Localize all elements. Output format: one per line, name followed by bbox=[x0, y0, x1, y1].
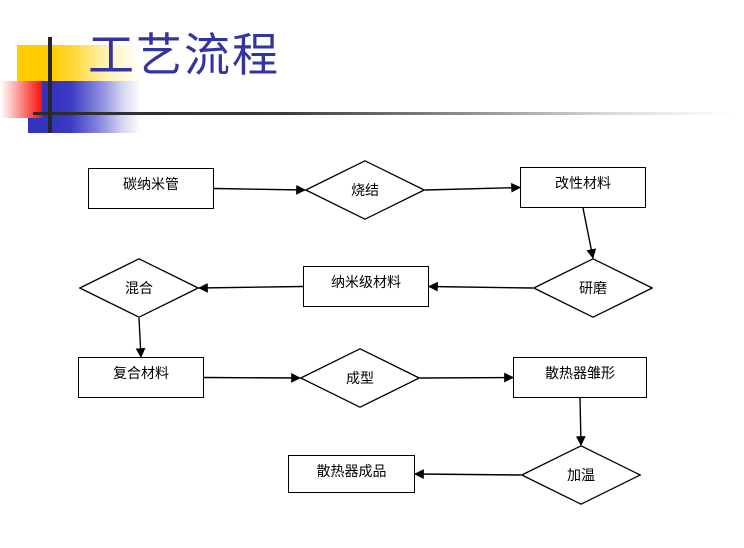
flow-node-label: 烧结 bbox=[351, 183, 379, 199]
flow-node-label: 成型 bbox=[346, 371, 374, 387]
title-underline-rule bbox=[33, 112, 733, 115]
flow-node-label: 散热器成品 bbox=[316, 464, 387, 480]
flow-node-rect[interactable]: 复合材料 bbox=[78, 357, 204, 398]
flow-edge bbox=[582, 207, 597, 259]
diamond-outline bbox=[305, 160, 425, 220]
flow-edge bbox=[428, 281, 534, 292]
flow-edge bbox=[203, 373, 301, 383]
flow-node-label: 纳米级材料 bbox=[331, 275, 401, 291]
flow-node-label: 散热器雏形 bbox=[545, 366, 615, 382]
flow-edge bbox=[414, 469, 522, 479]
deco-red-gradient bbox=[0, 81, 42, 118]
flow-node-rect[interactable]: 散热器雏形 bbox=[513, 357, 647, 398]
flow-edge bbox=[213, 184, 306, 195]
deco-yellow-gradient bbox=[51, 45, 141, 81]
flow-node-label: 加温 bbox=[567, 468, 595, 484]
flow-edge bbox=[424, 182, 521, 193]
flow-edge bbox=[198, 282, 304, 293]
page-title: 工艺流程 bbox=[88, 28, 280, 82]
deco-blue-block bbox=[42, 81, 51, 133]
diamond-outline bbox=[300, 348, 420, 408]
flow-node-label: 混合 bbox=[125, 281, 153, 297]
flow-edge bbox=[135, 317, 146, 358]
flow-node-label: 改性材料 bbox=[555, 176, 611, 192]
deco-blue-lower-block bbox=[28, 118, 51, 133]
flow-node-diamond[interactable]: 成型 bbox=[300, 348, 420, 408]
flow-node-rect[interactable]: 碳纳米管 bbox=[88, 168, 214, 209]
diamond-outline bbox=[79, 258, 199, 318]
flow-node-label: 复合材料 bbox=[113, 366, 169, 382]
flow-node-label: 碳纳米管 bbox=[123, 177, 179, 193]
flow-edge bbox=[575, 397, 586, 446]
deco-blue-gradient bbox=[51, 81, 141, 133]
flow-edge bbox=[419, 372, 514, 383]
diamond-outline bbox=[533, 258, 653, 318]
diamond-outline bbox=[521, 445, 641, 505]
flow-node-diamond[interactable]: 研磨 bbox=[533, 258, 653, 318]
flow-node-diamond[interactable]: 混合 bbox=[79, 258, 199, 318]
flow-node-rect[interactable]: 散热器成品 bbox=[288, 455, 415, 493]
flow-node-label: 研磨 bbox=[579, 281, 607, 297]
flow-node-diamond[interactable]: 烧结 bbox=[305, 160, 425, 220]
flow-node-diamond[interactable]: 加温 bbox=[521, 445, 641, 505]
flow-node-rect[interactable]: 纳米级材料 bbox=[303, 266, 429, 307]
title-decoration bbox=[0, 0, 744, 150]
title-vertical-bar bbox=[48, 37, 52, 133]
flow-node-rect[interactable]: 改性材料 bbox=[520, 167, 646, 208]
